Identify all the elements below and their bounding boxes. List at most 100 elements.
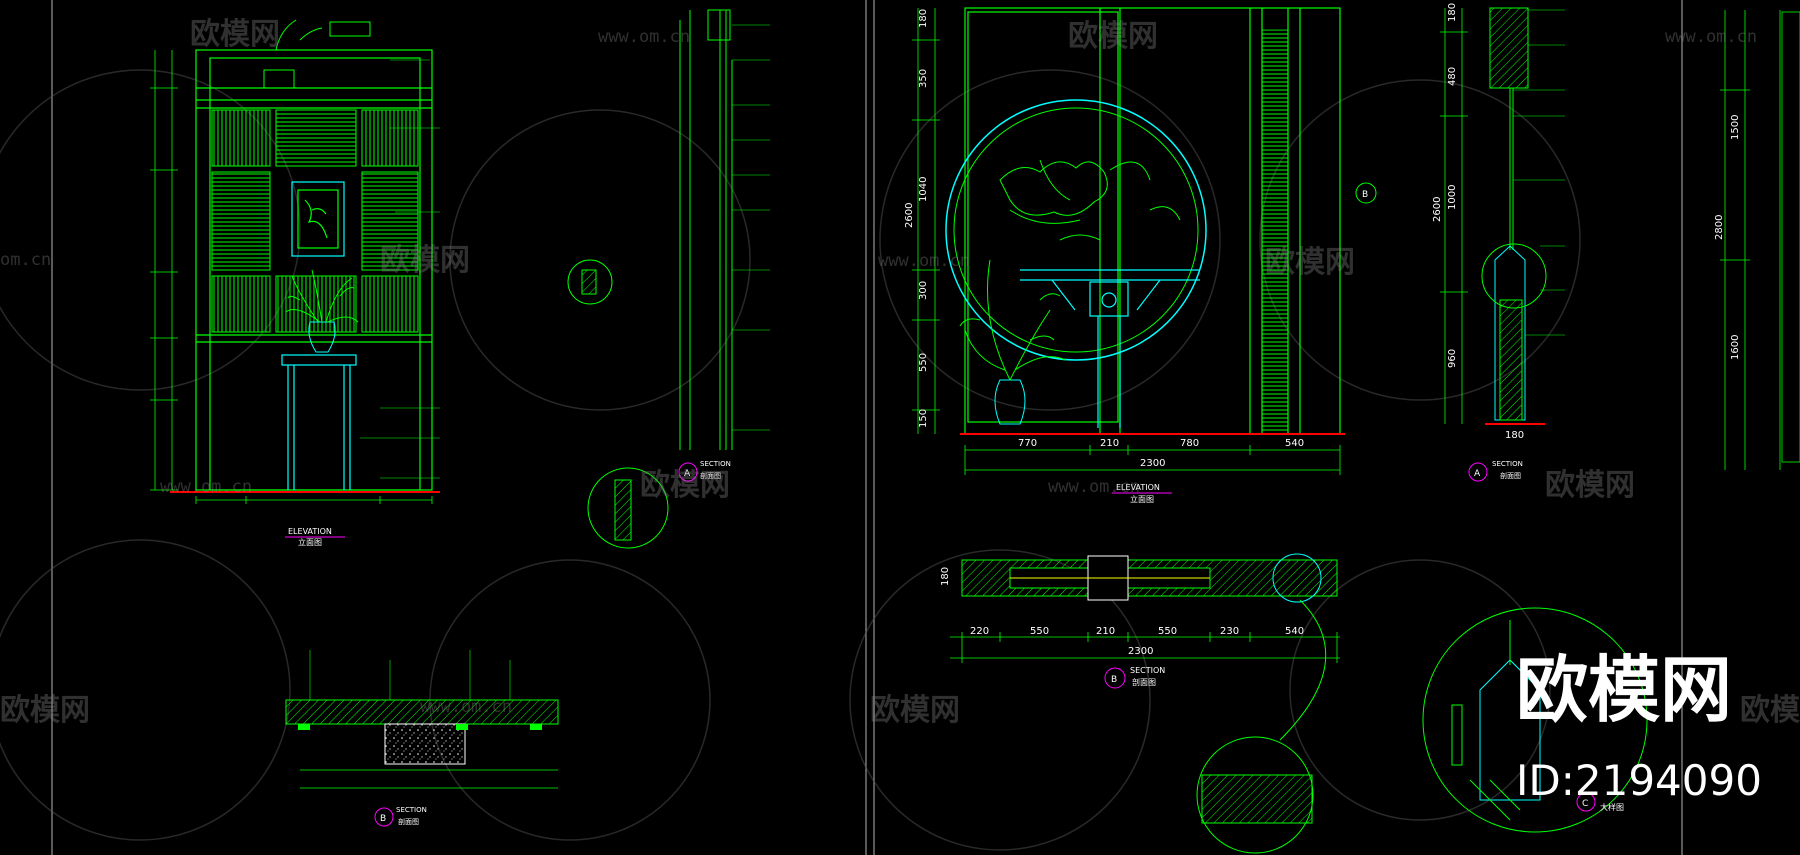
watermark-brand: 欧模网 xyxy=(380,243,470,278)
drawing-1-section: B SECTION 剖面图 xyxy=(285,650,559,827)
dim-total: 2300 xyxy=(1140,458,1165,469)
dim-label: 180 xyxy=(918,9,929,28)
detail-callouts xyxy=(567,259,669,549)
section-title: SECTION xyxy=(1492,460,1523,468)
dim-label: 350 xyxy=(918,69,929,88)
left-dim-labels: 180 350 1040 300 550 150 2600 xyxy=(904,9,929,428)
sheet-borders xyxy=(51,0,1683,855)
detail-subtitle: 大样图 xyxy=(1600,802,1624,812)
detail-callout xyxy=(1196,599,1327,854)
section-subtitle: 剖面图 xyxy=(1132,677,1156,687)
dim-label: 210 xyxy=(1096,626,1115,637)
dim-label: 180 xyxy=(1447,3,1458,22)
watermark-brand: 欧模网 xyxy=(1740,693,1800,728)
drawing-3-moongate-elevation: 180 350 1040 300 550 150 2600 770 210 78… xyxy=(904,7,1377,504)
watermark-brand: 欧模网 xyxy=(190,17,280,52)
watermark-brand: 欧模网 xyxy=(0,693,90,728)
section-tag: B xyxy=(380,814,386,824)
watermark-url: www.om.cn xyxy=(878,251,970,271)
detail-tag: C xyxy=(1582,799,1588,809)
dimension-lines-bottom xyxy=(195,496,433,504)
drawing-3-section: 220 550 210 550 230 540 2300 180 B SECTI… xyxy=(940,553,1340,854)
dimension-lines-left xyxy=(150,50,178,491)
section-dim-lines xyxy=(950,632,1340,663)
drawing-4-lamp-section: 180 480 1000 960 2600 180 A SECTION 剖面图 xyxy=(1422,3,1648,833)
section-title: SECTION xyxy=(700,460,731,468)
detail-tag-circle xyxy=(1576,792,1596,812)
elevation-title: ELEVATION xyxy=(1116,483,1160,492)
bamboo-column xyxy=(1261,29,1289,435)
peony-painting xyxy=(999,159,1181,241)
dim-label: 780 xyxy=(1180,438,1199,449)
elevation-subtitle: 立面图 xyxy=(298,537,322,547)
section-title: SECTION xyxy=(396,806,427,814)
callout-tag: B xyxy=(1362,190,1368,200)
leader-lines xyxy=(360,59,440,479)
callout-circle xyxy=(1355,182,1377,204)
watermark-brand: 欧模网 xyxy=(1545,468,1635,503)
watermark-brand: 欧模网 xyxy=(1265,245,1355,280)
section-tag-circle xyxy=(1468,462,1488,482)
console-shelf xyxy=(1020,269,1200,428)
dim-label: 180 xyxy=(940,567,951,586)
section-tag: B xyxy=(1111,675,1117,685)
dim-label: 480 xyxy=(1447,67,1458,86)
vase-plant xyxy=(285,269,359,353)
watermark-brand-texts: 欧模网 欧模网 欧模网 欧模网 欧模网 欧模网 欧模网 欧模网 欧模网 xyxy=(0,17,1800,728)
section-dim-labels: 220 550 210 550 230 540 2300 180 xyxy=(940,567,1304,657)
watermark-brand: 欧模网 xyxy=(870,693,960,728)
watermark-url: www.om.cn xyxy=(1665,27,1757,47)
dim-label: 540 xyxy=(1285,438,1304,449)
watermark-urls: www.om.cn om.cn www.om.cn www.om.cn www.… xyxy=(0,27,1757,717)
drawing-1-elevation: ELEVATION 立面图 xyxy=(150,19,440,547)
watermark-url: www.om.cn xyxy=(420,697,512,717)
dim-label: 770 xyxy=(1018,438,1037,449)
dim-total: 2600 xyxy=(1432,197,1443,222)
dim-label: 550 xyxy=(918,353,929,372)
dim-total: 2800 xyxy=(1714,215,1725,240)
dim-total: 2600 xyxy=(904,203,915,228)
section-tag-circle xyxy=(678,462,698,482)
wall-top-objects xyxy=(263,19,371,89)
section-tag: A xyxy=(684,469,691,479)
id-watermark: ID:2194090 xyxy=(1516,756,1762,805)
section-tag-circle xyxy=(374,807,394,827)
dimension-lines-left xyxy=(912,8,940,434)
dim-label: 1500 xyxy=(1730,115,1741,140)
dim-label: 1000 xyxy=(1447,185,1458,210)
dim-label: 550 xyxy=(1030,626,1049,637)
dim-label: 1600 xyxy=(1730,335,1741,360)
width-dim: 180 xyxy=(1505,430,1524,441)
dim-label: 210 xyxy=(1100,438,1119,449)
watermark-url: www.om.cn xyxy=(598,27,690,47)
watermark-brand: 欧模网 xyxy=(1068,19,1158,54)
drawing-5-partial: 1500 1600 2800 xyxy=(1714,10,1800,470)
dim-label: 300 xyxy=(918,281,929,300)
dim-label: 150 xyxy=(918,409,929,428)
watermark-url: www.om.cn xyxy=(1048,477,1140,497)
section-tag-circle xyxy=(1104,667,1126,689)
watermark-brand: 欧模网 xyxy=(640,468,730,503)
lamp-leader-lines xyxy=(1513,9,1565,336)
dim-label: 550 xyxy=(1158,626,1177,637)
elevation-title: ELEVATION xyxy=(288,527,332,536)
framed-painting xyxy=(291,181,345,257)
dim-total: 2300 xyxy=(1128,646,1153,657)
cabinet-frame xyxy=(195,49,433,491)
elevation-subtitle: 立面图 xyxy=(1130,494,1154,504)
right-leader-lines xyxy=(732,24,770,431)
moon-window xyxy=(945,99,1207,361)
watermark-url: www.om.cn xyxy=(160,477,252,497)
cabinet-panels xyxy=(211,109,419,333)
bottom-dim-labels: 770 210 780 540 2300 xyxy=(1018,438,1304,469)
side-table xyxy=(281,354,357,490)
section-tag: A xyxy=(1474,469,1481,479)
dim-label: 220 xyxy=(970,626,989,637)
section-title: SECTION xyxy=(1130,666,1165,675)
lamp-detail xyxy=(1422,607,1648,833)
section-subtitle: 剖面图 xyxy=(700,471,721,480)
vase-branch xyxy=(959,259,1066,425)
left-dim-labels: 180 480 1000 960 2600 xyxy=(1432,3,1458,368)
dimension-lines-bottom xyxy=(964,445,1341,475)
